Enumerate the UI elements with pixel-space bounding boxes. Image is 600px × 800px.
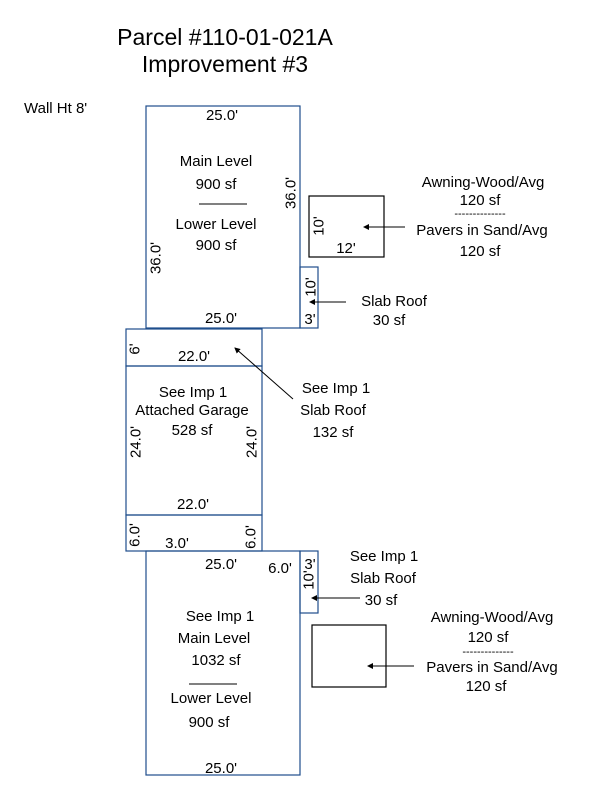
garage-right-dimension: 24.0' [243, 425, 261, 459]
slab-roof-bottom-outline [299, 550, 319, 614]
upper-section-outline [145, 105, 301, 329]
pavers-bottom-label: Pavers in Sand/Avg [426, 659, 558, 676]
garage-slab-label-2: Slab Roof [300, 402, 366, 419]
lower-see-imp-label: See Imp 1 [185, 608, 255, 625]
slab-bottom-side-dimension: 10' [300, 570, 318, 590]
garage-slab-area: 132 sf [312, 424, 354, 441]
awning-bottom-divider: -------------- [462, 646, 514, 658]
slab-top-bottom-dimension: 3' [304, 311, 316, 328]
lower-section-outline [145, 550, 301, 776]
awning-bottom-label: Awning-Wood/Avg [430, 609, 554, 626]
awning-top-label: Awning-Wood/Avg [421, 174, 545, 191]
slab-top-label: Slab Roof [361, 293, 427, 310]
upper-top-dimension: 25.0' [205, 107, 239, 124]
upper-main-level-area: 900 sf [195, 176, 237, 193]
pavers-bottom-area: 120 sf [465, 678, 507, 695]
awning-top-divider: -------------- [454, 208, 506, 220]
upper-right-dimension: 36.0' [282, 176, 300, 210]
garage-slab-leader [234, 347, 294, 400]
lower-top-dimension: 25.0' [204, 556, 238, 573]
connector-right-dimension: 6.0' [242, 525, 260, 549]
garage-label-2: Attached Garage [135, 402, 249, 419]
improvement-title: Improvement #3 [141, 51, 309, 77]
slab-bottom-left-dimension: 6.0' [268, 560, 292, 577]
upper-lower-level-area: 900 sf [195, 237, 237, 254]
lower-main-level-label: Main Level [177, 630, 251, 647]
parcel-title: Parcel #110-01-021A [117, 24, 333, 50]
pavers-top-area: 120 sf [459, 243, 501, 260]
garage-slab-label-1: See Imp 1 [301, 380, 371, 397]
upper-lower-level-label: Lower Level [175, 216, 257, 233]
connector-left-dimension: 6.0' [126, 523, 144, 547]
lower-main-level-area: 1032 sf [191, 652, 241, 669]
garage-label-1: See Imp 1 [158, 384, 228, 401]
lower-bottom-dimension: 25.0' [204, 760, 238, 777]
wall-height-label: Wall Ht 8' [24, 100, 88, 117]
awning-top-bottom-dimension: 12' [336, 240, 356, 257]
awning-top-side-dimension: 10' [310, 216, 328, 236]
garage-slab-top-dimension: 22.0' [177, 348, 211, 365]
slab-bottom-top-dimension: 3' [304, 556, 316, 573]
slab-bottom-label-1: See Imp 1 [349, 548, 419, 565]
upper-bottom-dimension: 25.0' [204, 310, 238, 327]
awning-top-area: 120 sf [459, 192, 501, 209]
slab-bottom-area: 30 sf [364, 592, 398, 609]
connector-mid-dimension: 3.0' [165, 535, 189, 552]
awning-bottom-area: 120 sf [467, 629, 509, 646]
awning-bottom-outline [311, 624, 387, 688]
garage-area: 528 sf [171, 422, 213, 439]
slab-top-area: 30 sf [372, 312, 406, 329]
garage-bottom-dimension: 22.0' [176, 496, 210, 513]
slab-roof-top-outline [299, 266, 319, 329]
slab-top-side-dimension: 10' [302, 277, 320, 297]
lower-lower-level-area: 900 sf [188, 714, 230, 731]
lower-lower-level-label: Lower Level [170, 690, 252, 707]
upper-main-level-label: Main Level [179, 153, 253, 170]
garage-left-dimension: 24.0' [127, 425, 145, 459]
upper-left-dimension: 36.0' [147, 241, 165, 275]
pavers-top-label: Pavers in Sand/Avg [416, 222, 548, 239]
garage-slab-side-dimension: 6' [126, 343, 144, 355]
slab-bottom-label-2: Slab Roof [350, 570, 416, 587]
